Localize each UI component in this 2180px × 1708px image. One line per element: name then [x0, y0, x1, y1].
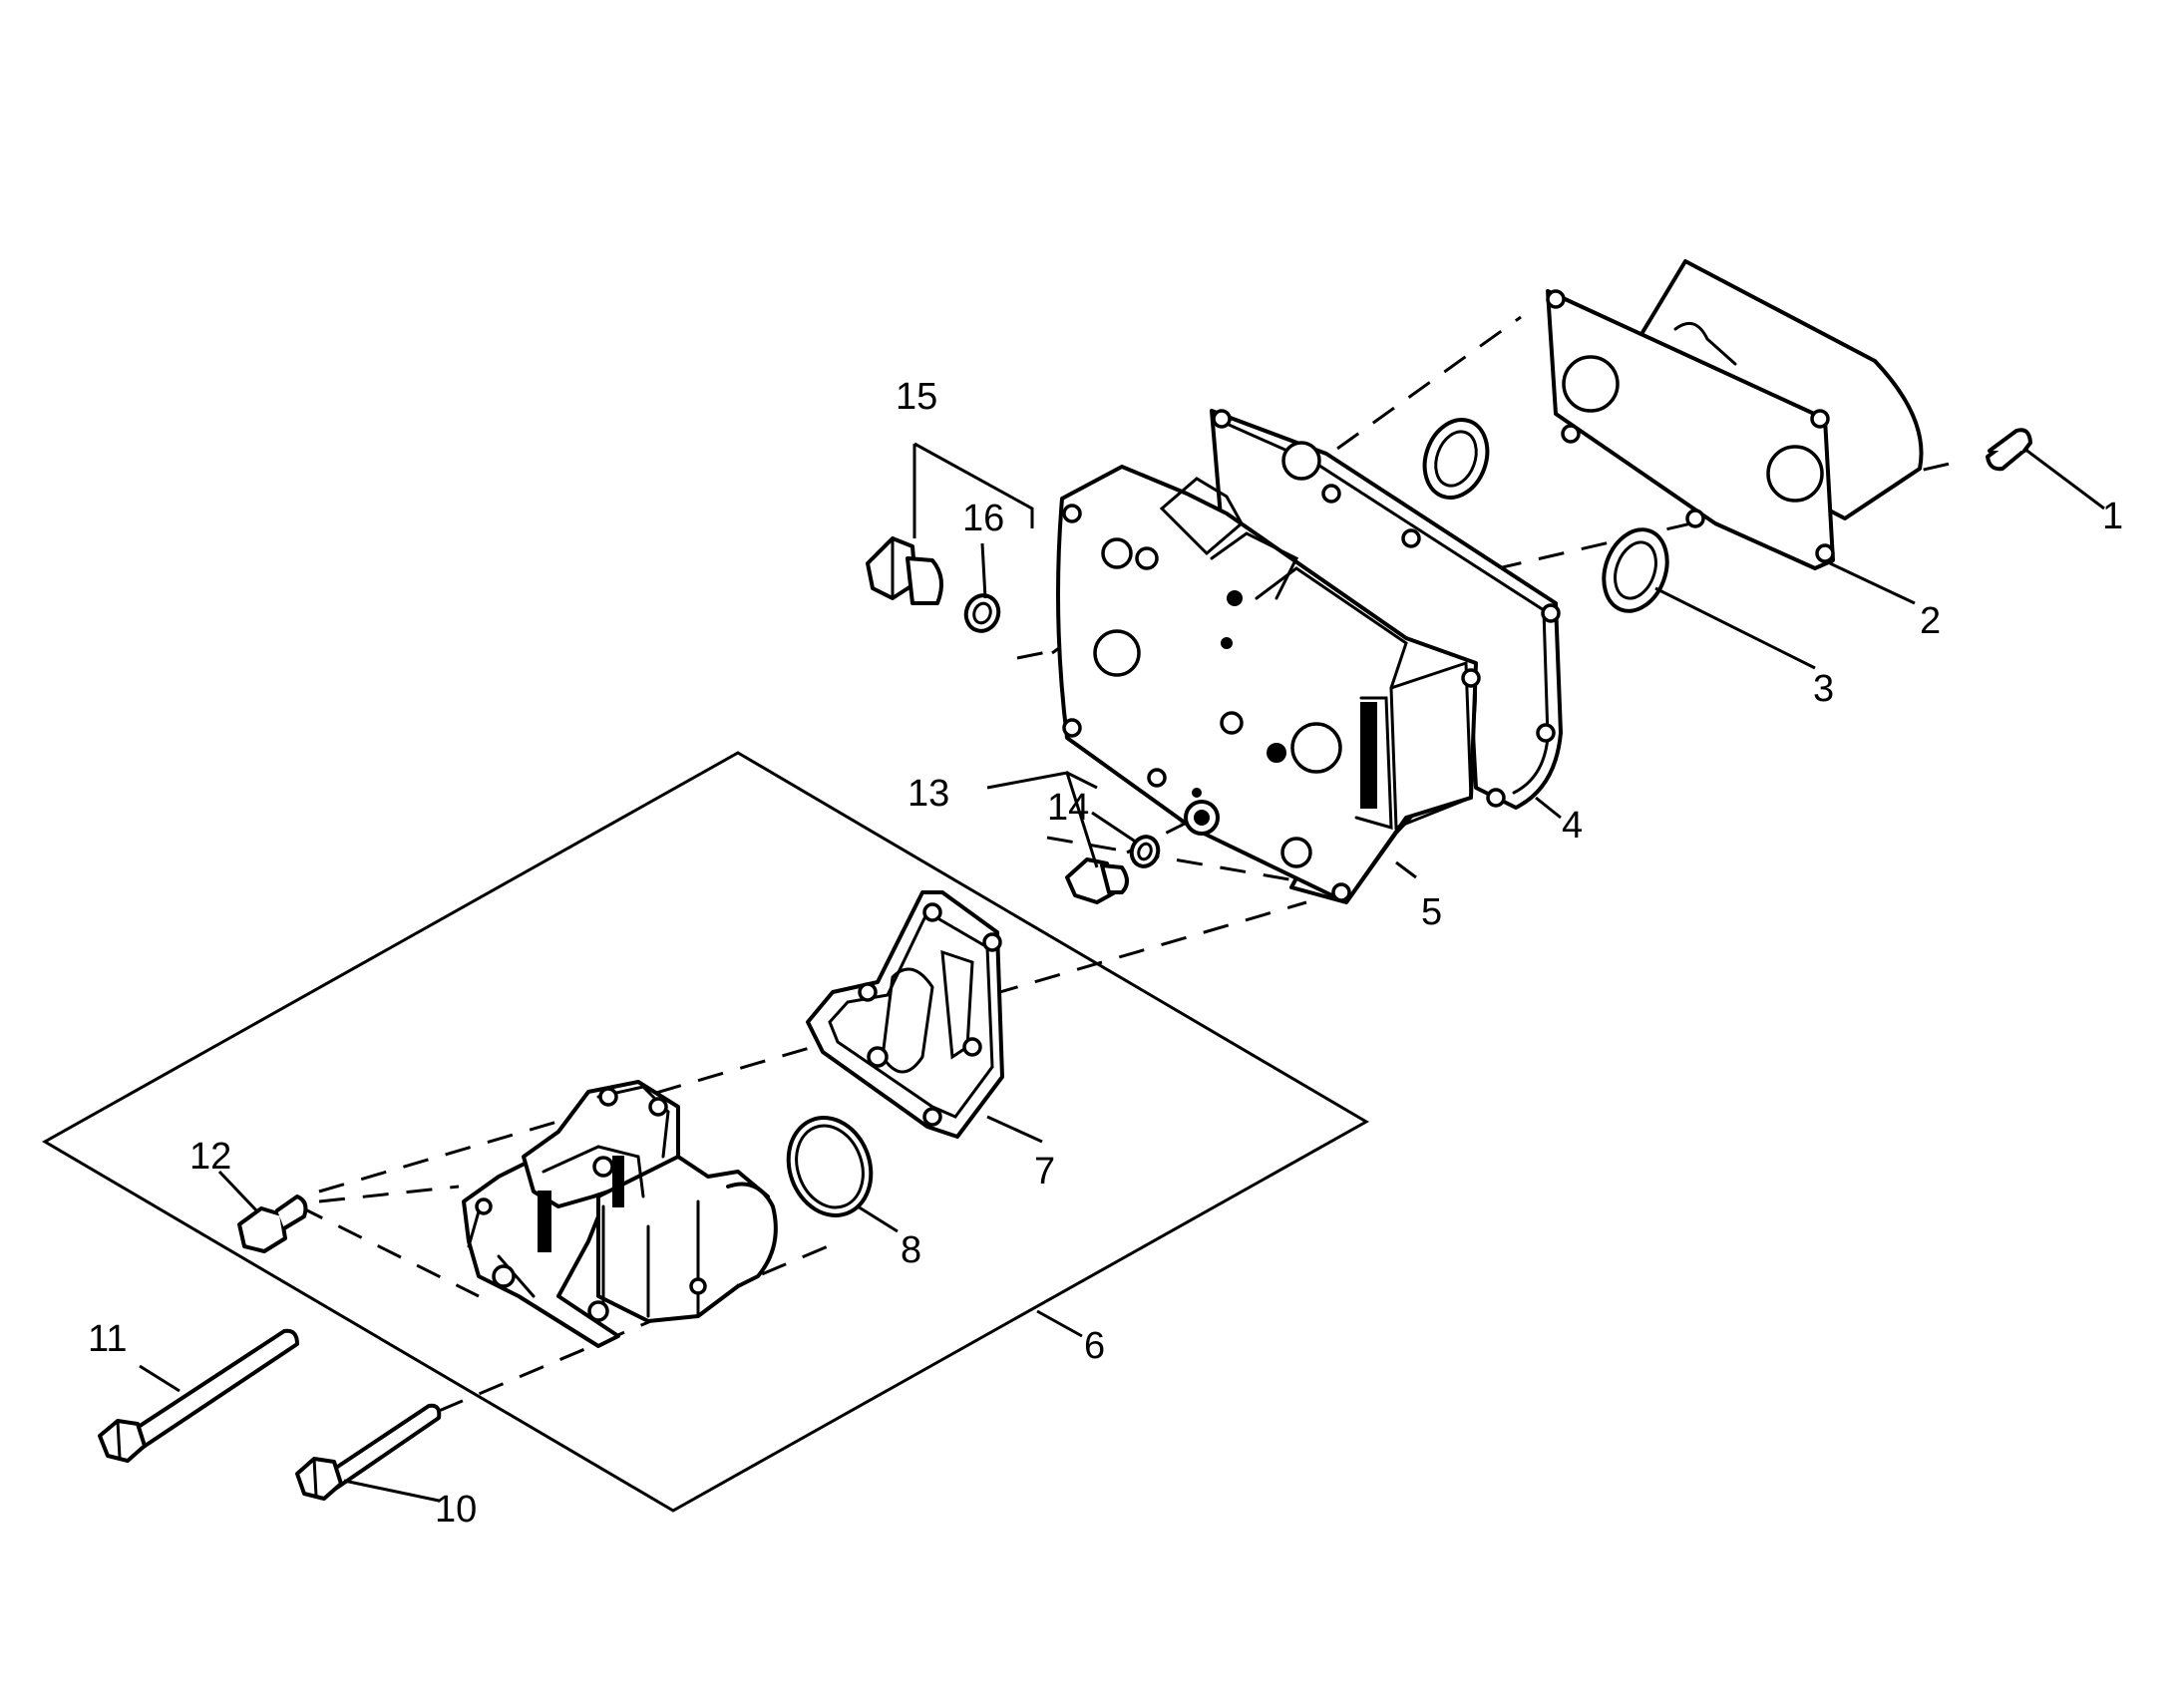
callout-8: 8	[901, 1229, 921, 1271]
callout-16: 16	[962, 498, 1004, 539]
part-14-washer	[1129, 835, 1161, 868]
callout-labels: 1 2 3 4 5 6 7 8 10 11 12 13 14 15 16	[88, 376, 2123, 1531]
callout-4: 4	[1562, 805, 1583, 847]
part-3-seal-lower	[1602, 527, 1669, 613]
callout-13: 13	[908, 773, 949, 815]
callout-2: 2	[1920, 600, 1941, 642]
part-12-bolt	[237, 1195, 308, 1253]
callout-5: 5	[1421, 891, 1442, 933]
part-13-plug	[1065, 857, 1129, 904]
callout-3: 3	[1813, 668, 1834, 710]
callout-10: 10	[435, 1489, 477, 1531]
callout-1: 1	[2102, 496, 2123, 537]
part-2-cover	[1546, 259, 1924, 570]
part-15-plug	[866, 536, 943, 605]
assembly-group-6-outline	[41, 751, 1370, 1513]
callout-7: 7	[1034, 1151, 1055, 1193]
part-16-washer	[963, 593, 1001, 633]
callout-12: 12	[189, 1136, 231, 1178]
part-10-bolt	[295, 1403, 442, 1501]
callout-6: 6	[1084, 1325, 1105, 1367]
leader-lines	[139, 442, 2105, 1503]
part-7-gasket-plate	[806, 890, 1004, 1139]
callout-15: 15	[896, 376, 937, 418]
part-11-long-bolt	[98, 1328, 299, 1463]
part-6-housing	[462, 1080, 778, 1348]
callout-11: 11	[88, 1318, 127, 1360]
callout-14: 14	[1047, 787, 1089, 829]
part-3-seal-upper	[1422, 418, 1490, 500]
part-8-o-ring	[786, 1116, 874, 1217]
part-5-oil-cooler	[1056, 465, 1481, 904]
